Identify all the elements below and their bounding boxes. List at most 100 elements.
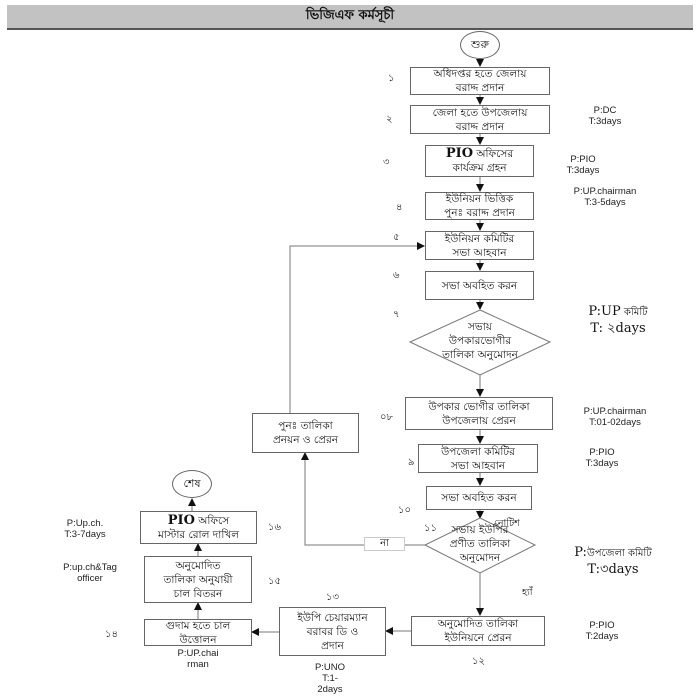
step-3-line1: অফিসের [473, 148, 514, 160]
note-3-time: T:3days [566, 165, 600, 176]
step-14-line2: উত্তোলন [179, 633, 217, 646]
note-4-time: T:3-5days [584, 197, 626, 208]
start-node: শুরু [460, 31, 500, 59]
note-13-time-2: 2days [317, 684, 343, 695]
note-step-11: P:উপজেলা কমিটি T:৩days [548, 545, 678, 578]
step-3-number: ৩ [383, 157, 390, 168]
step-10-number: ১০ [398, 505, 411, 516]
step-3-strong: PIO [445, 146, 474, 161]
end-node: শেষ [172, 470, 212, 498]
step-13-line2: বরাবর ডি ও [306, 625, 359, 638]
yes-branch-label: হ্যাঁ [522, 587, 533, 598]
note-4-person: P:UP.chairman [573, 186, 637, 197]
note-11-time: T:৩days [587, 562, 639, 577]
decision-11-text: সভায় ইউপির প্রণীত তালিকা অনুমোদন [420, 523, 540, 565]
step-1-line2: বরাদ্দ প্রদান [455, 82, 505, 94]
step-11-line3: অনুমোদন [459, 552, 501, 564]
note-13-time-1: T:1- [322, 673, 338, 684]
step-5-line2: সভা আহবান [452, 246, 507, 259]
step-6-box: সভা অবহিত করন [425, 271, 534, 300]
note-3-person: P:PIO [570, 154, 596, 165]
step-5-number: ৫ [393, 232, 400, 243]
retry-box: পুনঃ তালিকা প্রনয়ন ও প্রেরন [252, 413, 359, 453]
step-9-number: ৯ [408, 457, 415, 468]
note-11-person: P: [574, 545, 587, 560]
step-15-line2: তালিকা অনুযায়ী [163, 573, 233, 586]
note-16-time: T:3-7days [64, 529, 106, 540]
step-13-line1: ইউপি চেয়ারম্যান [297, 611, 368, 624]
step-2-number: ২ [386, 114, 393, 125]
retry-line1: পুনঃ তালিকা [278, 420, 333, 432]
decision-7-shape [408, 309, 552, 376]
step-4-box: ইউনিয়ন ভিত্তিক পুনঃ বরাদ্দ প্রদান [425, 192, 534, 220]
note-12-time: T:2days [585, 631, 619, 642]
note-2-time: T:3days [588, 116, 622, 127]
step-14-line1: গুদাম হতে চাল [165, 619, 231, 632]
step-12-line2: ইউনিয়নে প্রেরন [444, 632, 512, 644]
step-13-number: ১৩ [326, 592, 339, 603]
step-2-line1: জেলা হতে উপজেলায় [432, 106, 528, 119]
note-step-7: P:UP কমিটিT: ২days [563, 304, 673, 337]
step-4-line2: পুনঃ বরাদ্দ প্রদান [444, 207, 515, 219]
step-2-line2: বরাদ্দ প্রদান [455, 120, 505, 133]
step-15-line1: অনুমোদিত [175, 559, 221, 572]
note-11-person-bn: উপজেলা কমিটি [586, 548, 652, 559]
step-6-number: ৬ [393, 270, 400, 281]
arrow-no-retry [301, 452, 425, 546]
step-9-line2: সভা আহবান [450, 459, 506, 472]
step-11-line1: সভায় ইউপির [451, 524, 509, 536]
step-11-line2: প্রণীত তালিকা [449, 538, 511, 550]
step-4-line1: ইউনিয়ন ভিত্তিক [445, 193, 514, 205]
no-label-text: না [380, 537, 389, 549]
step-15-line3: চাল বিতরন [173, 587, 223, 600]
note-15-time: officer [77, 573, 103, 584]
step-8-number: ০৮ [380, 412, 393, 423]
step-12-line1: অনুমোদিত তালিকা [437, 618, 519, 630]
no-branch-label: না [364, 537, 405, 551]
start-label: শুরু [471, 37, 489, 51]
step-12-number: ১২ [472, 656, 485, 667]
end-label: শেষ [183, 476, 201, 490]
step-1-line1: অধিদপ্তর হতে জেলায় [433, 68, 527, 80]
step-11-number: ১১ [424, 523, 437, 534]
note-2-person: P:DC [593, 105, 617, 116]
step-8-line1: উপকার ভোগীর তালিকা [428, 400, 530, 413]
step-7-line2: উপকারভোগীর [448, 335, 512, 347]
step-16-strong: PIO [167, 512, 195, 528]
step-16-line2: মাস্টার রোল দাখিল [157, 528, 240, 541]
retry-line2: প্রনয়ন ও প্রেরন [272, 434, 339, 446]
note-8-time: T:01-02days [589, 417, 641, 428]
arrow-retry-5 [289, 242, 425, 413]
note-13-person: P:UNO [314, 662, 346, 673]
step-5-line1: ইউনিয়ন কমিটির [444, 232, 515, 245]
decision-11-shape [423, 517, 537, 574]
step-16-box: PIO অফিসেমাস্টার রোল দাখিল [140, 511, 257, 544]
step-13-line3: প্রদান [321, 639, 344, 652]
note-step-16: P:Up.ch.T:3-7days [45, 518, 125, 540]
step-1-number: ১ [388, 73, 395, 84]
step-7-line3: তালিকা অনুমোদন [442, 349, 518, 361]
notice-label: নোটিশ [494, 518, 520, 529]
step-12-box: অনুমোদিত তালিকা ইউনিয়নে প্রেরন [411, 616, 545, 646]
note-15-person: P:up.ch&Tag [63, 562, 117, 573]
note-7-time: T: ২days [590, 321, 646, 336]
note-9-person: P:PIO [589, 447, 615, 458]
note-14-person-1: P:UP.chai [177, 648, 219, 659]
page-header: ভিজিএফ কর্মসূচী [7, 5, 693, 30]
step-10-box: সভা অবহিত করন [426, 486, 532, 510]
note-8-person: P:UP.chairman [583, 406, 647, 417]
